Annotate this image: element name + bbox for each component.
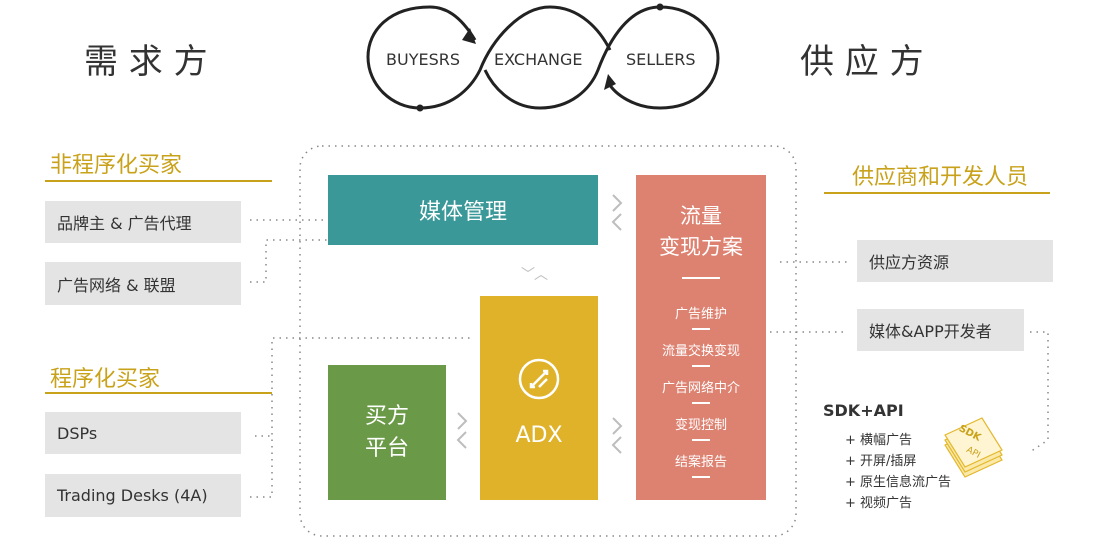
sdk-format-item: + 视频广告: [845, 496, 913, 511]
platform-frame: [299, 145, 797, 537]
non-programmatic-heading: 非程序化买家: [50, 153, 183, 178]
chevron-left-icon: [610, 192, 624, 236]
supplier-item-label: 媒体&APP开发者: [869, 322, 992, 341]
demand-side-title: 需 求 方: [84, 42, 208, 82]
supplier-item-resources: 供应方资源: [857, 240, 1053, 282]
buyer-item-label: 广告网络 & 联盟: [57, 275, 176, 295]
sdk-format-item: + 开屏/插屏: [845, 454, 917, 469]
monetization-item: 结案报告: [636, 451, 766, 488]
monetization-item: 广告维护: [636, 303, 766, 340]
monetization-item: 变现控制: [636, 414, 766, 451]
supplier-heading: 供应商和开发人员: [852, 165, 1029, 190]
monetization-title-line1: 流量: [680, 204, 722, 228]
supplier-item-developers: 媒体&APP开发者: [857, 309, 1024, 351]
buyer-platform-line2: 平台: [364, 435, 409, 461]
chevron-left-icon: [610, 415, 624, 459]
dotted-connectors: [250, 219, 1049, 498]
cycle-arrow-1: [462, 28, 476, 44]
gold-underline: [45, 180, 272, 182]
exchange-icon: [518, 358, 560, 399]
gold-underline: [824, 192, 1050, 194]
adx-label: ADX: [515, 422, 563, 448]
monetization-block: 流量 变现方案 广告维护 流量交换变现 广告网络中介 变现控制 结案报告: [636, 175, 766, 500]
sdk-badge-icon: [944, 417, 1003, 478]
buyer-platform-line1: 买方: [364, 403, 409, 429]
media-management-block: 媒体管理: [328, 175, 598, 245]
sdk-api-title: SDK+API: [823, 401, 904, 420]
monetization-list: 广告维护 流量交换变现 广告网络中介 变现控制 结案报告: [636, 303, 766, 488]
buyer-item-label: DSPs: [57, 423, 98, 443]
buyer-item-dsps: DSPs: [45, 412, 241, 454]
monetization-title-line2: 变现方案: [659, 235, 743, 259]
monetization-item: 流量交换变现: [636, 340, 766, 377]
buyer-item-trading-desks: Trading Desks (4A): [45, 474, 241, 517]
chevron-right-icon: [455, 410, 469, 454]
supply-side-title: 供 应 方: [800, 42, 924, 82]
sdk-format-list: + 横幅广告 + 开屏/插屏 + 原生信息流广告 + 视频广告: [845, 430, 951, 514]
programmatic-heading: 程序化买家: [50, 367, 161, 392]
cycle-dot-1: [416, 104, 424, 112]
monetization-title: 流量 变现方案: [636, 201, 766, 263]
cycle-label-buyers: BUYESRS: [386, 50, 460, 69]
cycle-arrow-2: [604, 74, 616, 90]
supplier-item-label: 供应方资源: [869, 253, 950, 272]
buyer-item-ad-networks: 广告网络 & 联盟: [45, 262, 241, 305]
buyer-platform-block: 买方 平台: [328, 365, 446, 500]
monetization-item: 广告网络中介: [636, 377, 766, 414]
buyer-item-brands: 品牌主 & 广告代理: [45, 201, 241, 243]
title-divider: [682, 277, 720, 279]
cycle-label-sellers: SELLERS: [626, 50, 696, 69]
buyer-item-label: Trading Desks (4A): [57, 486, 208, 505]
sdk-format-item: + 横幅广告: [845, 433, 913, 448]
media-management-label: 媒体管理: [418, 200, 507, 225]
cycle-dot-2: [656, 3, 664, 11]
sdk-format-item: + 原生信息流广告: [845, 475, 952, 490]
chevron-up-down-icon: ﹀︿: [521, 267, 548, 283]
cycle-label-exchange: EXCHANGE: [494, 50, 583, 69]
buyer-item-label: 品牌主 & 广告代理: [57, 214, 192, 233]
adx-block: ADX: [480, 296, 598, 500]
gold-underline: [45, 392, 272, 394]
